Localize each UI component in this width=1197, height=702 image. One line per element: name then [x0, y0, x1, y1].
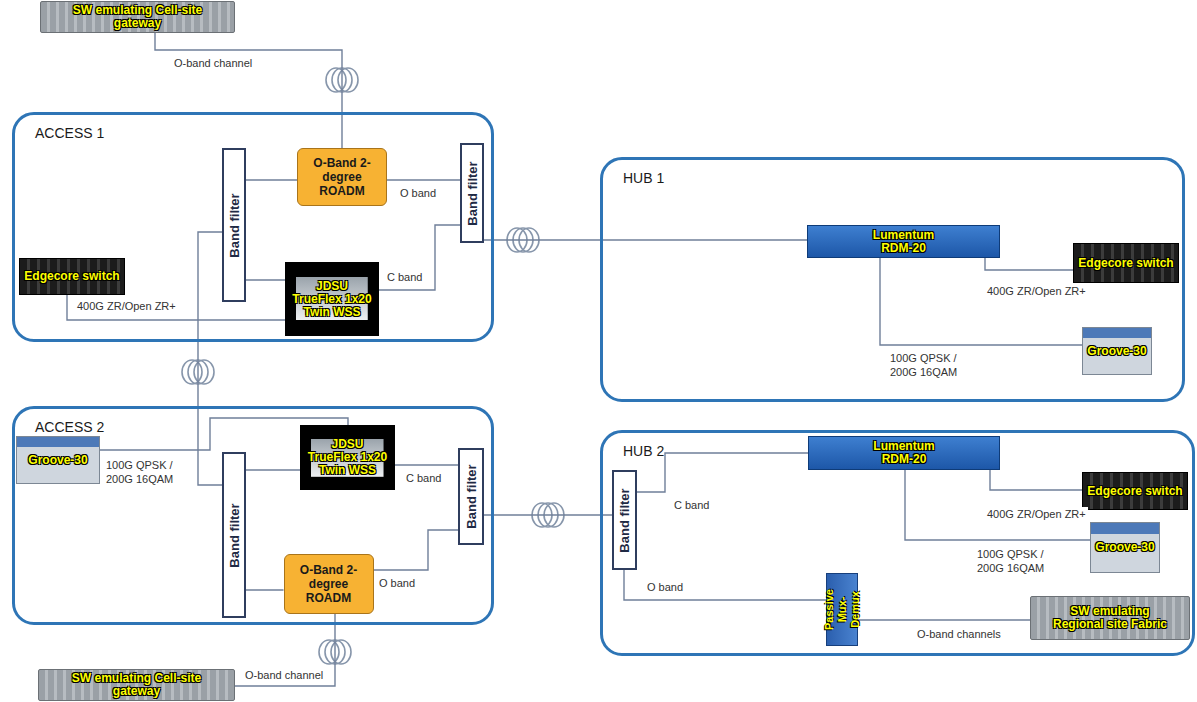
- device-label: SW emulating Regional site Fabric: [1045, 605, 1175, 631]
- site-region: HUB 2 Band filter Lumentum RDM-20Edgecore …: [600, 430, 1195, 656]
- fiber-link: [379, 225, 460, 290]
- fiber-coils: [182, 68, 564, 664]
- band-filter: Band filter: [222, 148, 246, 302]
- roadm-box: O-Band 2-degree ROADM: [297, 148, 387, 206]
- link-label: C band: [385, 270, 424, 284]
- device-label: Groove-30: [1087, 345, 1146, 358]
- device-label: Edgecore switch: [1078, 257, 1173, 270]
- device-label: Edgecore switch: [1087, 485, 1182, 498]
- region-title: ACCESS 2: [35, 419, 104, 435]
- device-label: JDSU TrueFlex 1x20 Twin WSS: [306, 438, 390, 477]
- link-label: 400G ZR/Open ZR+: [985, 284, 1088, 298]
- device-label: SW emulating Cell-site gateway: [73, 4, 203, 30]
- roadm-device: Lumentum RDM-20: [807, 225, 1000, 258]
- device-label: Groove-30: [1095, 541, 1154, 554]
- device-label: Lumentum RDM-20: [859, 440, 949, 466]
- device-label: Band filter: [465, 161, 480, 225]
- switch-device: SW emulating Cell-site gateway: [40, 1, 235, 33]
- device-label: Passive Mux-Demux: [823, 589, 862, 630]
- link-label: 400G ZR/Open ZR+: [985, 507, 1088, 521]
- link-label: O band: [645, 580, 685, 594]
- link-label: 100G QPSK / 200G 16QAM: [888, 351, 976, 379]
- band-filter: Band filter: [460, 143, 484, 243]
- device-label: O-Band 2-degree ROADM: [302, 156, 382, 198]
- region-title: HUB 1: [623, 170, 664, 186]
- fiber-link: [990, 470, 1082, 490]
- band-filter: Band filter: [458, 448, 484, 545]
- fiber-link: [67, 295, 285, 320]
- wss-module: JDSU TrueFlex 1x20 Twin WSS: [300, 425, 395, 490]
- switch-device: SW emulating Cell-site gateway: [38, 669, 235, 701]
- link-label: O-band channels: [915, 627, 1003, 641]
- device-label: Band filter: [227, 503, 242, 567]
- band-filter: Band filter: [612, 470, 637, 570]
- device-label: Band filter: [617, 488, 632, 552]
- fiber-link: [484, 514, 612, 515]
- link-label: C band: [672, 498, 711, 512]
- device-label: Edgecore switch: [24, 270, 119, 283]
- region-title: ACCESS 1: [35, 125, 104, 141]
- fiber-link: [905, 470, 1090, 540]
- device-label: Groove-30: [28, 454, 87, 467]
- fiber-link: [155, 33, 342, 148]
- switch-device: Edgecore switch: [1073, 243, 1178, 283]
- transponder-device: Groove-30: [16, 436, 100, 484]
- site-region: ACCESS 2 Groove-30 JDSU TrueFlex 1x20 Twin…: [12, 406, 494, 625]
- device-label: Band filter: [464, 464, 479, 528]
- link-label: O band: [377, 576, 417, 590]
- fiber-link: [374, 530, 459, 570]
- wss-module: JDSU TrueFlex 1x20 Twin WSS: [285, 262, 379, 336]
- device-label: SW emulating Cell-site gateway: [72, 672, 202, 698]
- switch-device: Edgecore switch: [1082, 472, 1187, 510]
- mux-demux: Passive Mux-Demux: [826, 573, 858, 646]
- fiber-link: [246, 589, 284, 590]
- switch-device: SW emulating Regional site Fabric: [1030, 596, 1190, 640]
- roadm-device: Lumentum RDM-20: [808, 436, 1000, 470]
- roadm-box: O-Band 2-degree ROADM: [284, 554, 374, 614]
- band-filter: Band filter: [222, 452, 246, 618]
- link-label: 400G ZR/Open ZR+: [75, 299, 178, 313]
- fiber-link: [387, 179, 460, 180]
- link-label: C band: [404, 471, 443, 485]
- fiber-link: [246, 469, 300, 470]
- fiber-link: [985, 258, 1073, 270]
- fiber-link: [858, 619, 1030, 620]
- link-label: O-band channel: [243, 668, 325, 682]
- region-title: HUB 2: [623, 443, 664, 459]
- link-label: 100G QPSK / 200G 16QAM: [104, 458, 192, 486]
- fiber-link: [880, 258, 1082, 345]
- link-label: O band: [398, 186, 438, 200]
- device-label: Band filter: [227, 193, 242, 257]
- device-label: O-Band 2-degree ROADM: [289, 563, 369, 605]
- fiber-link: [246, 179, 297, 180]
- transponder-device: Groove-30: [1082, 327, 1152, 375]
- transponder-device: Groove-30: [1090, 522, 1159, 573]
- fiber-link: [624, 570, 826, 600]
- switch-device: Edgecore switch: [19, 258, 124, 295]
- fiber-link: [395, 464, 458, 465]
- fiber-link: [484, 239, 807, 240]
- device-label: Lumentum RDM-20: [859, 229, 949, 255]
- link-label: O-band channel: [172, 56, 254, 70]
- link-label: 100G QPSK / 200G 16QAM: [975, 547, 1063, 575]
- fiber-link: [246, 279, 285, 280]
- device-label: JDSU TrueFlex 1x20 Twin WSS: [290, 280, 374, 319]
